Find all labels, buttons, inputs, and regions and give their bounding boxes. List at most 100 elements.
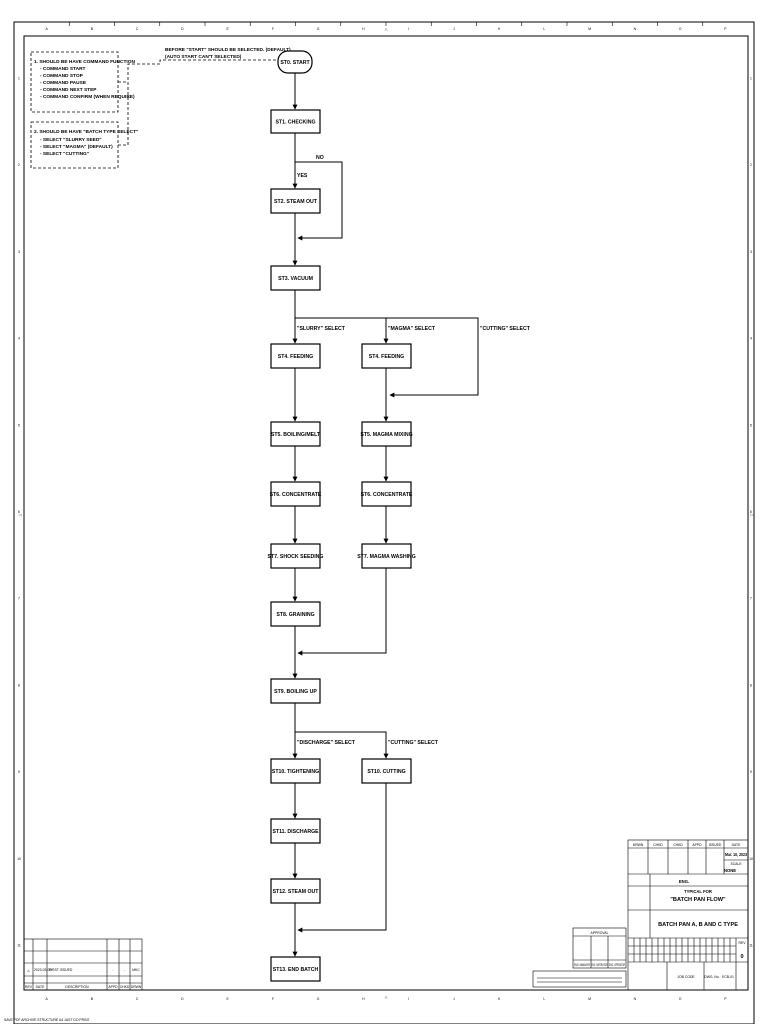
revision-description: FIRST ISSUED — [49, 968, 73, 972]
step-label: ST9. BOILING UP — [274, 689, 317, 695]
grid-column-label: N — [634, 997, 637, 1001]
step-label: ST3. VACUUM — [278, 276, 313, 282]
grid-column-label: P — [724, 997, 727, 1001]
note-2: 2. SHOULD BE HAVE "BATCH TYPE SELECT" - … — [30, 121, 138, 169]
grid-column-label: D — [181, 997, 184, 1001]
title-scale-value: NONE — [724, 868, 736, 873]
step-label: ST1. CHECKING — [275, 120, 315, 126]
grid-column-label: F — [272, 997, 274, 1001]
grid-column-label: M — [588, 27, 591, 31]
grid-row-label: 8 — [18, 683, 20, 687]
grid-column-label: O — [679, 27, 682, 31]
revision-header: DATE — [36, 985, 46, 989]
step-label: ST6. CONCENTRATE — [361, 492, 413, 498]
step-label: ST4. FEEDING — [278, 354, 313, 360]
grid-row-label: 1 — [750, 76, 752, 80]
step-steam-out: ST2. STEAM OUT — [270, 188, 321, 214]
approval-col: ENG. OPERATOR — [609, 963, 625, 967]
step-label: ST11. DISCHARGE — [272, 829, 319, 835]
approval-col: ENG. MANAGER — [574, 963, 590, 967]
grid-column-label: O — [679, 997, 682, 1001]
step-feeding-slurry: ST4. FEEDING — [270, 343, 321, 369]
note-1-item: - COMMAND CONFIRM (WHEN REQUIRE) — [40, 94, 135, 100]
revision-appd: - — [112, 968, 113, 972]
before-start-note-2: (AUTO START CAN'T SELECTED) — [165, 54, 242, 60]
title-drawing-title: BATCH PAN A, B AND C TYPE — [658, 922, 738, 928]
grid-column-label: A — [45, 997, 48, 1001]
grid-row-label: 2 — [750, 163, 752, 167]
grid-row-label: 3 — [750, 250, 752, 254]
grid-column-label: L — [543, 27, 545, 31]
grid-column-label: N — [634, 27, 637, 31]
step-label: ST7. MAGMA WASHING — [357, 554, 416, 560]
note-1-item: - COMMAND START — [40, 66, 86, 72]
grid-row-label: 11 — [17, 944, 21, 948]
approval-block: APPROVAL ENG. MANAGER ENG. SUPERVISOR EN… — [532, 927, 627, 988]
grid-column-label: J — [453, 27, 455, 31]
grid-row-label: 4 — [18, 337, 20, 341]
title-header-cell: CHKD — [673, 843, 683, 847]
step-label: ST5. BOILING/MELT — [271, 432, 321, 438]
step-label: ST10. TIGHTENING — [272, 769, 319, 775]
center-mark-right: ▷ — [751, 513, 754, 517]
note-2-title: 2. SHOULD BE HAVE "BATCH TYPE SELECT" — [34, 129, 138, 135]
revision-chkd: - — [124, 968, 125, 972]
step-start: ST0. START — [277, 50, 313, 74]
revision-header: CHKD — [120, 985, 130, 989]
step-label: ST2. STEAM OUT — [274, 199, 318, 205]
grid-column-label: M — [588, 997, 591, 1001]
title-date: Mar. 10, 2023 — [725, 852, 748, 857]
approval-title: APPROVAL — [590, 931, 608, 935]
grid-row-label: 4 — [750, 337, 752, 341]
step-magma-washing: ST7. MAGMA WASHING — [357, 543, 416, 569]
branch-label-magma: "MAGMA" SELECT — [388, 326, 436, 332]
grid-row-label: 5 — [18, 423, 20, 427]
title-header-cell: DATE — [732, 843, 742, 847]
grid-column-label: K — [498, 997, 501, 1001]
grid-column-label: P — [724, 27, 727, 31]
grid-column-label: F — [272, 27, 274, 31]
note-2-item: - SELECT "MAGMA" (DEFAULT) — [40, 144, 113, 150]
step-end-batch: ST13. END BATCH — [270, 956, 321, 982]
step-checking: ST1. CHECKING — [270, 109, 321, 134]
step-graining: ST8. GRAINING — [270, 601, 321, 627]
step-concentrate-slurry: ST6. CONCENTRATE — [270, 481, 322, 507]
step-label: ST8. GRAINING — [276, 612, 314, 618]
title-dwg-no-label: DWG. No. — [704, 975, 720, 979]
grid-row-label: 7 — [750, 597, 752, 601]
grid-column-label: B — [91, 997, 94, 1001]
grid-column-label: E — [226, 27, 229, 31]
grid-column-label: I — [408, 27, 409, 31]
step-magma-mixing: ST5. MAGMA MIXING — [360, 421, 413, 447]
step-feeding-magma: ST4. FEEDING — [361, 343, 412, 369]
title-dwg-no: ECB-01 — [722, 975, 734, 979]
step-boiling-melt: ST5. BOILING/MELT — [270, 421, 321, 447]
branch-label-slurry: "SLURRY" SELECT — [297, 326, 346, 332]
center-mark-left: ◁ — [19, 513, 22, 517]
grid-column-label: I — [408, 997, 409, 1001]
note-1-title: 1. SHOULD BE HAVE COMMAND FUNCTION — [34, 59, 135, 65]
step-label: ST12. STEAM OUT — [273, 889, 320, 895]
grid-row-label: 8 — [750, 683, 752, 687]
grid-column-label: H — [362, 27, 365, 31]
step-cutting: ST10. CUTTING — [361, 758, 412, 784]
step-label: ST7. SHOCK SEEDING — [268, 554, 324, 560]
grid-column-label: G — [317, 27, 320, 31]
grid-row-label: 5 — [750, 423, 752, 427]
branch-label-no: NO — [316, 155, 324, 161]
grid-column-label: K — [498, 27, 501, 31]
revision-header: REV — [25, 985, 33, 989]
grid-column-label: H — [362, 997, 365, 1001]
title-rev-label: REV — [739, 941, 747, 945]
step-concentrate-magma: ST6. CONCENTRATE — [361, 481, 413, 507]
step-boiling-up: ST9. BOILING UP — [270, 678, 321, 704]
inner-frame — [23, 35, 749, 991]
footer-note: SAVE PDF ARCHIVE STRUCTURE A4 JUST DO PR… — [4, 1018, 90, 1022]
title-company: ENG. — [679, 879, 689, 884]
branch-label-discharge: "DISCHARGE" SELECT — [297, 740, 356, 746]
title-header-cell: ISSUED — [709, 843, 722, 847]
branch-label-yes: YES — [297, 173, 308, 179]
grid-row-label: 10 — [17, 857, 21, 861]
